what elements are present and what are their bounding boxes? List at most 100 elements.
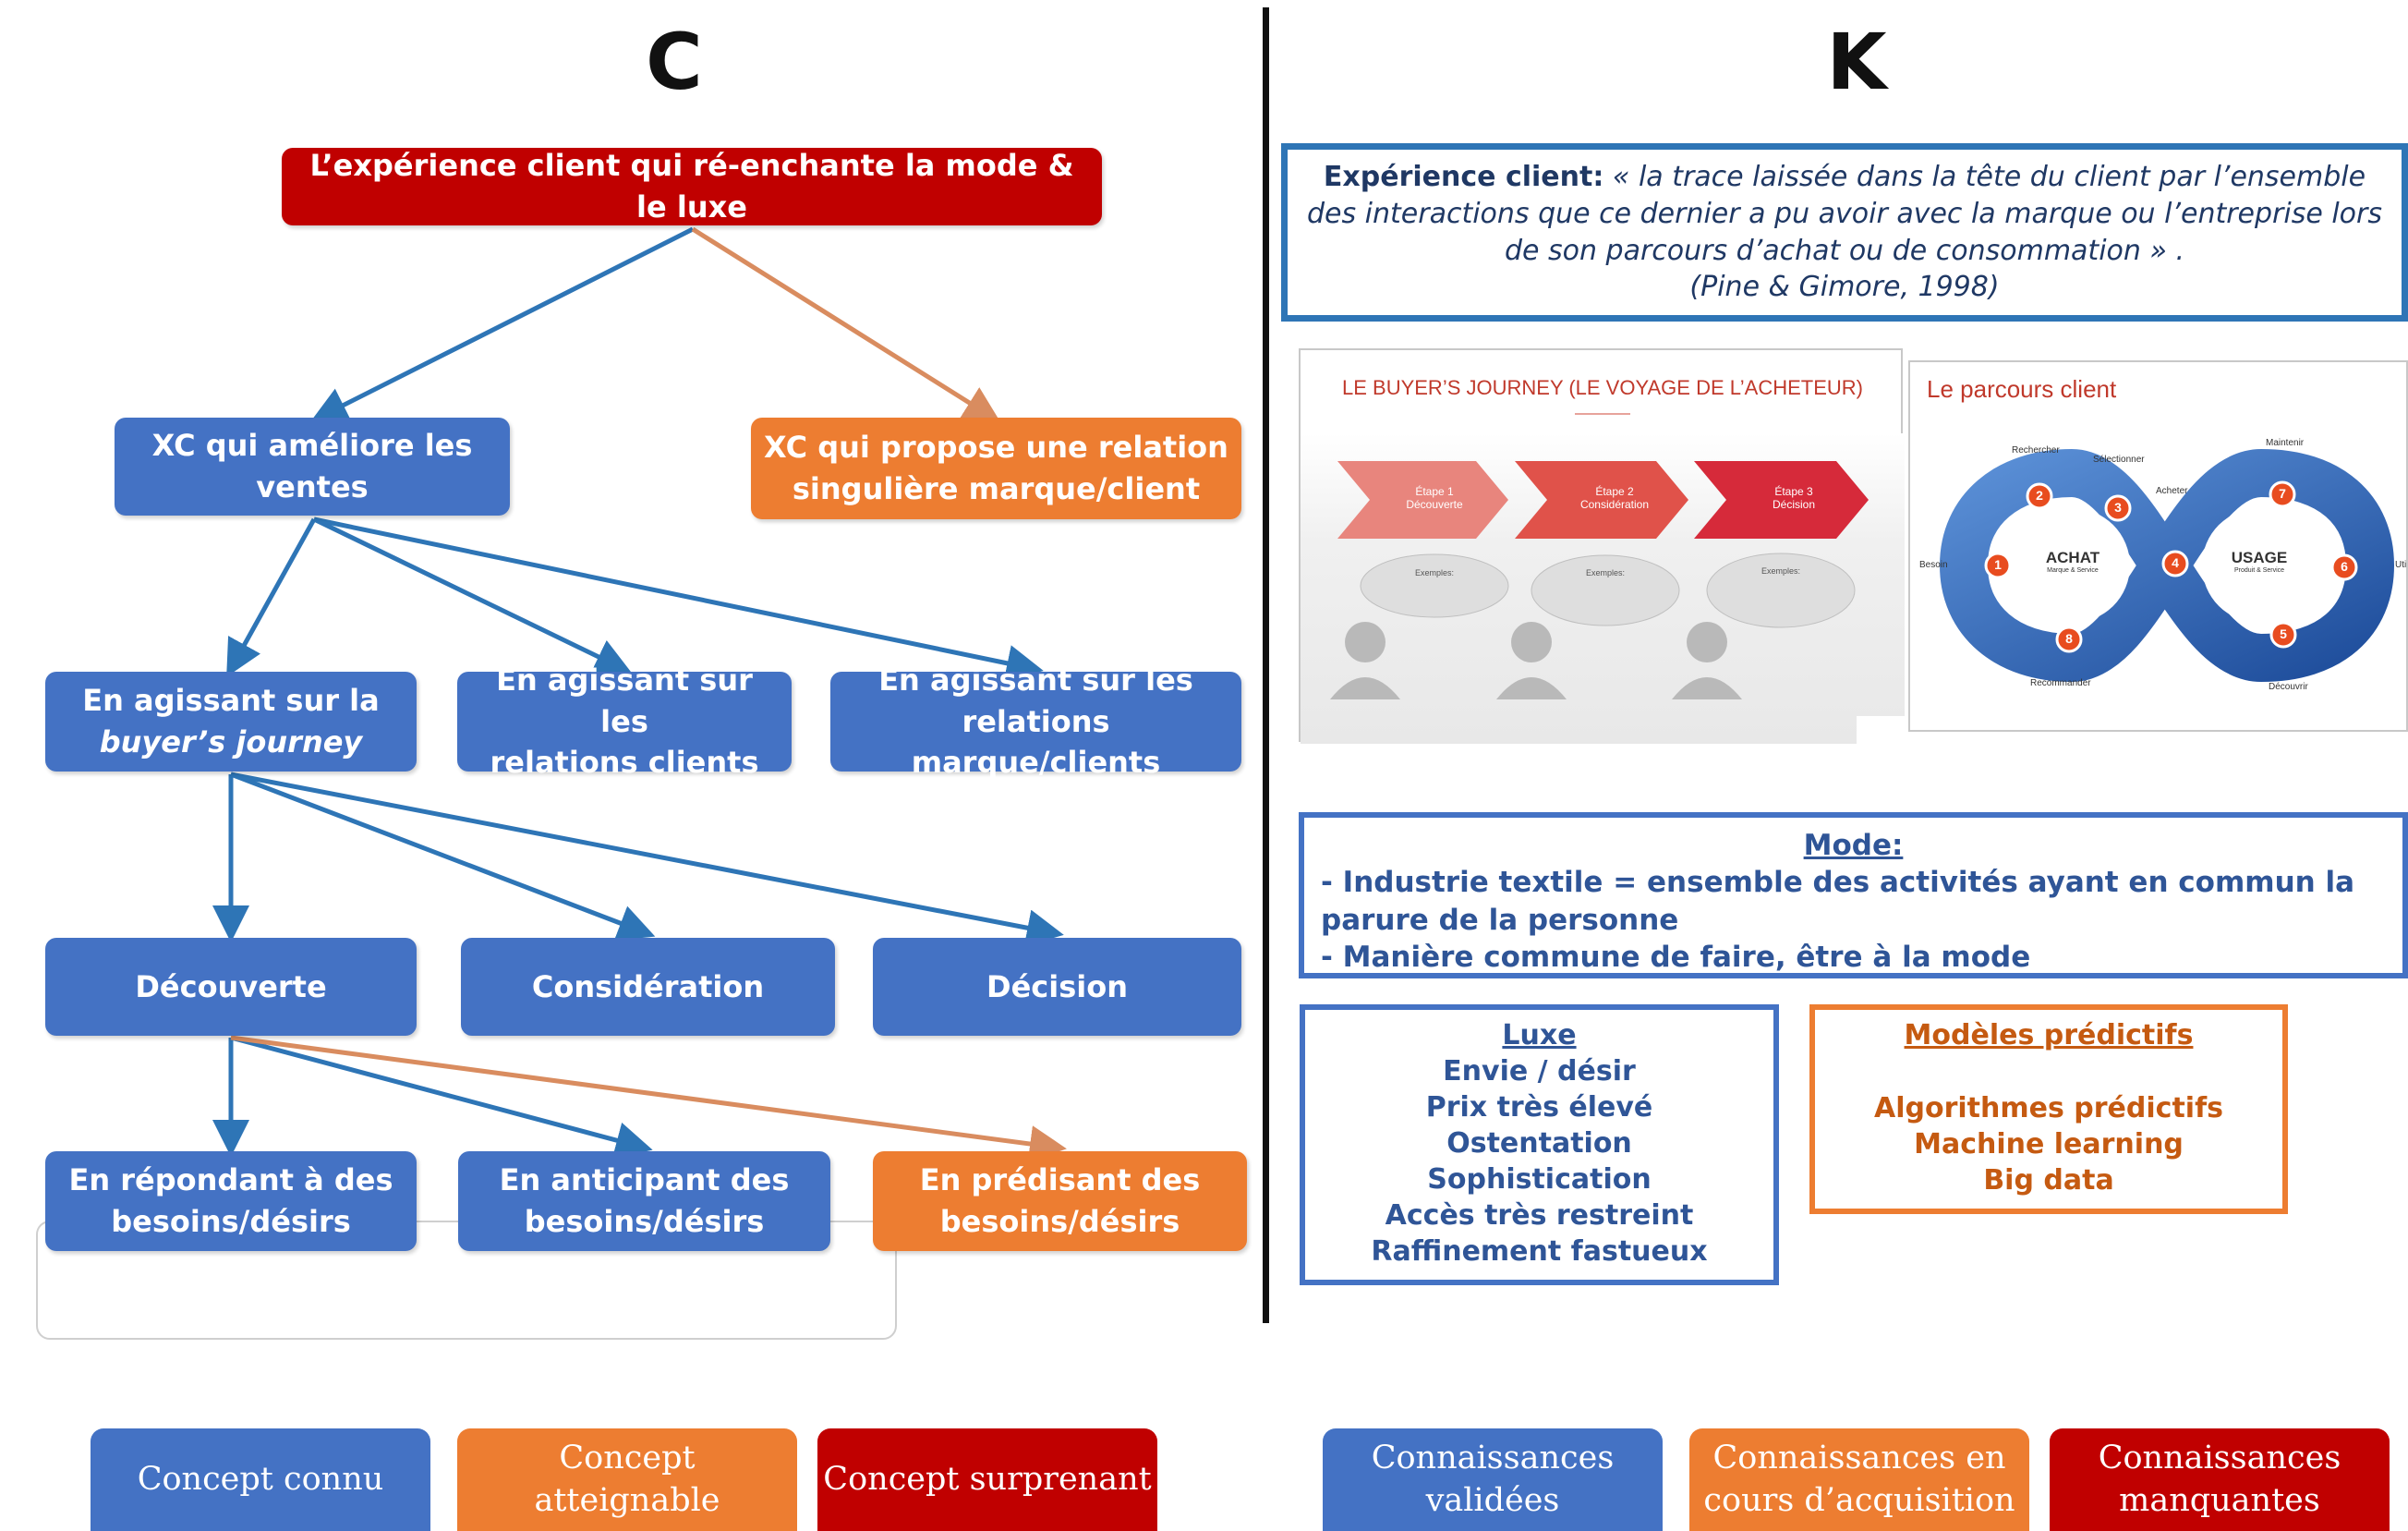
achat-label: ACHAT Marque & Service: [2027, 549, 2119, 574]
node-act-brand-line2: relations marque/clients: [911, 703, 1161, 781]
legend-concept-surprenant: Concept surprenant: [817, 1428, 1157, 1531]
node-respond-line1: En répondant à des: [68, 1162, 393, 1198]
node-act-clients: En agissant sur les relations clients: [457, 662, 792, 780]
step-3-label: Étape 3 Décision: [1738, 485, 1849, 512]
mode-line-1: - Industrie textile = ensemble des activ…: [1321, 866, 2355, 937]
predictive-item: Algorithmes prédictifs: [1874, 1092, 2223, 1124]
label-acheter: Acheter: [2156, 486, 2188, 496]
legend-concept-connu: Concept connu: [91, 1428, 430, 1531]
step-num-6: 6: [2341, 559, 2348, 574]
legend-concept-atteignable-line2: atteignable: [534, 1481, 720, 1519]
node-anticipate-line1: En anticipant des: [499, 1162, 790, 1198]
node-xc-sales-line1: XC qui améliore les: [151, 428, 473, 464]
definition-citation: (Pine & Gimore, 1998): [1689, 271, 2000, 304]
achat-sub: Marque & Service: [2047, 567, 2099, 574]
definition-box: Expérience client: « la trace laissée da…: [1281, 143, 2408, 322]
node-decision-label: Décision: [986, 968, 1128, 1004]
node-xc-sales-line2: ventes: [256, 469, 369, 504]
arrow-root-to-sales: [310, 226, 695, 422]
bubble-2-label: Exemples:: [1585, 568, 1626, 577]
node-act-brand-line1: En agissant sur les: [878, 662, 1193, 698]
mode-title: Mode:: [1803, 829, 1904, 862]
node-consideration: Considération: [461, 938, 835, 1036]
arrow-sales-to-brand: [313, 516, 1044, 682]
legend-connaissances-en-cours-line1: Connaissances en: [1712, 1440, 2006, 1476]
usage-label: USAGE Produit & Service: [2213, 549, 2305, 574]
label-utiliser: Uti: [2395, 560, 2407, 570]
arrow-sales-to-clients: [312, 516, 633, 674]
definition-term: Expérience client:: [1323, 161, 1604, 194]
arrow-decouverte-to-anticipate: [230, 1035, 653, 1159]
usage-sub: Produit & Service: [2233, 567, 2285, 574]
bubble-3-label: Exemples:: [1761, 566, 1801, 576]
step-num-1: 1: [1994, 557, 2002, 572]
definition-text: Expérience client: « la trace laissée da…: [1304, 159, 2385, 269]
buyers-journey-chevrons: [1330, 461, 1905, 744]
node-xc-relation-line2: singulière marque/client: [792, 471, 1201, 506]
c-k-divider: [1263, 7, 1269, 1323]
node-predict: En prédisant des besoins/désirs: [873, 1151, 1247, 1251]
legend-connaissances-manquantes-line2: manquantes: [2119, 1481, 2320, 1519]
step-1-label: Étape 1 Découverte: [1384, 485, 1485, 512]
mode-box: Mode: - Industrie textile = ensemble des…: [1299, 812, 2408, 978]
node-decouverte: Découverte: [45, 938, 417, 1036]
legend-connaissances-en-cours: Connaissances en cours d’acquisition: [1689, 1428, 2029, 1531]
infinity-loop: [1939, 448, 2395, 683]
luxe-item: Prix très élevé: [1425, 1091, 1653, 1124]
luxe-item: Sophistication: [1427, 1163, 1652, 1196]
node-decouverte-label: Découverte: [135, 968, 327, 1004]
step-3-num: Étape 3: [1774, 485, 1813, 498]
label-selectionner: Sélectionner: [2093, 455, 2145, 465]
arrow-sales-to-journey: [226, 517, 317, 677]
predictive-models-box: Modèles prédictifs Algorithmes prédictif…: [1809, 1004, 2288, 1214]
label-decouvrir: Découvrir: [2269, 682, 2308, 692]
usage-title: USAGE: [2231, 549, 2288, 566]
c-heading: C: [646, 17, 703, 107]
legend-connaissances-en-cours-line2: cours d’acquisition: [1703, 1481, 2015, 1519]
step-1-name: Découverte: [1406, 498, 1463, 512]
node-respond-line2: besoins/désirs: [111, 1204, 351, 1239]
luxe-item: Accès très restreint: [1385, 1199, 1694, 1232]
node-act-clients-line2: relations clients: [490, 745, 759, 781]
node-predict-line2: besoins/désirs: [939, 1204, 1180, 1239]
step-num-2: 2: [2036, 488, 2043, 503]
predictive-item: Big data: [1983, 1164, 2114, 1197]
label-rechercher: Rechercher: [2012, 445, 2060, 456]
parcours-client-panel: Le parcours client ACHAT Marque & Servic…: [1908, 360, 2408, 732]
step-2-label: Étape 2 Considération: [1559, 485, 1670, 512]
step-3-name: Décision: [1772, 498, 1816, 512]
node-act-journey-line2: buyer’s journey: [99, 724, 363, 759]
predictive-item: Machine learning: [1914, 1128, 2184, 1160]
step-1-num: Étape 1: [1415, 485, 1454, 498]
arrow-decouverte-to-predict: [230, 1035, 1067, 1162]
node-act-clients-line1: En agissant sur les: [496, 662, 753, 739]
label-recommander: Recommander: [2030, 678, 2091, 688]
buyers-journey-title: LE BUYER’S JOURNEY (LE VOYAGE DE L’ACHET…: [1342, 376, 1863, 399]
predictive-title: Modèles prédictifs: [1904, 1019, 2194, 1051]
label-besoin: Besoin: [1919, 560, 1948, 570]
buyers-journey-title-underline: [1575, 413, 1630, 415]
step-2-name: Considération: [1579, 498, 1650, 512]
step-num-4: 4: [2172, 555, 2179, 570]
mode-line-2: - Manière commune de faire, être à la mo…: [1321, 940, 2031, 974]
node-xc-relation-line1: XC qui propose une relation: [764, 430, 1228, 466]
step-num-7: 7: [2279, 486, 2286, 501]
step-2-num: Étape 2: [1595, 485, 1634, 498]
step-num-8: 8: [2065, 631, 2073, 646]
luxe-box: Luxe Envie / désir Prix très élevé Osten…: [1300, 1004, 1779, 1285]
legend-concept-surprenant-label: Concept surprenant: [823, 1460, 1152, 1498]
legend-connaissances-validees-line2: validées: [1425, 1481, 1560, 1519]
legend-connaissances-manquantes-line1: Connaissances: [2098, 1440, 2341, 1476]
k-heading: K: [1826, 17, 1887, 107]
arrow-root-to-relation: [691, 226, 1001, 423]
arrow-journey-to-consideration: [230, 772, 656, 941]
buyers-journey-panel: LE BUYER’S JOURNEY (LE VOYAGE DE L’ACHET…: [1299, 348, 1905, 744]
node-predict-line1: En prédisant des: [919, 1162, 1201, 1198]
bubble-1-label: Exemples:: [1414, 568, 1455, 577]
parcours-title: Le parcours client: [1927, 375, 2117, 403]
step-num-3: 3: [2114, 500, 2122, 515]
